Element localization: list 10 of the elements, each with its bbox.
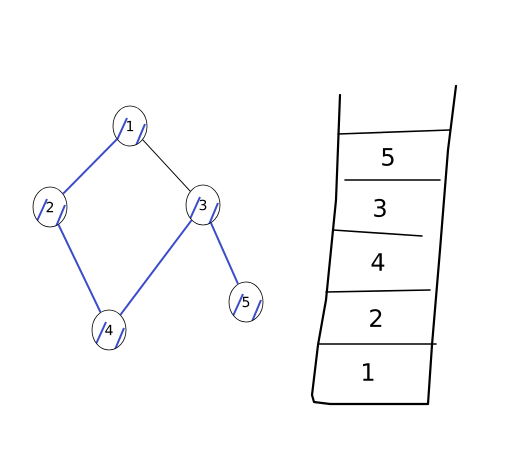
edge-line (210, 222, 239, 284)
stack-cell: 2 (370, 309, 382, 327)
edge-line (120, 220, 192, 316)
stack-cell: 4 (372, 253, 384, 271)
stack-cell: 1 (363, 363, 374, 381)
edge-line (62, 138, 118, 194)
stack-cell: 5 (382, 148, 394, 166)
edge-line (142, 139, 191, 192)
stack-cell: 3 (374, 198, 386, 218)
edge-line (58, 224, 102, 313)
